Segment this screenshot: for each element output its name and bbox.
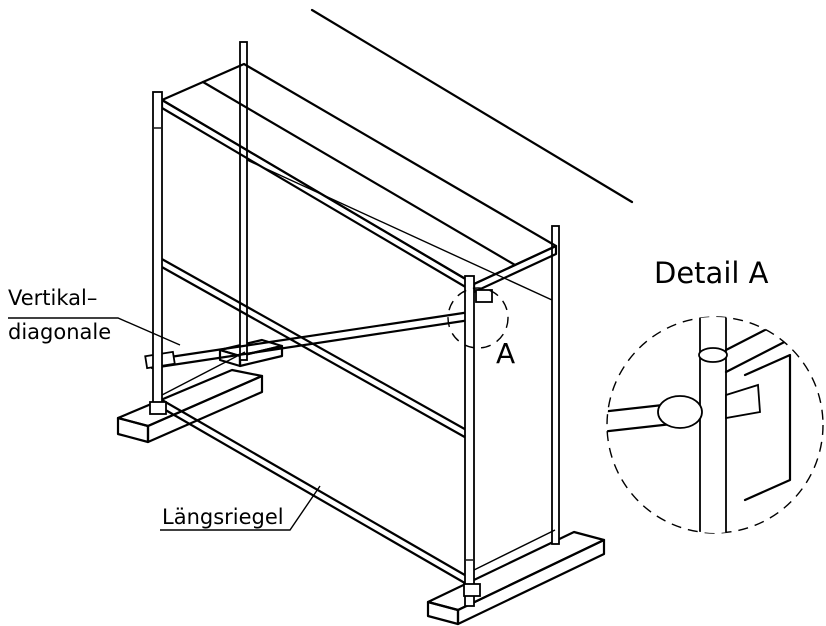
coupler bbox=[475, 289, 493, 303]
diagonal-brace-2 bbox=[150, 318, 472, 370]
diagonal-brace bbox=[148, 310, 472, 362]
left-end-diagonal bbox=[161, 351, 246, 396]
label-vertikal-1: Vertikal– bbox=[8, 286, 97, 310]
base-plate-right bbox=[426, 530, 606, 626]
wall-line bbox=[310, 8, 634, 204]
pole-back-right bbox=[551, 225, 560, 545]
label-laengsriegel: Längsriegel bbox=[162, 505, 284, 529]
base-plate-left bbox=[116, 368, 264, 444]
ledger-lower bbox=[160, 398, 472, 580]
label-detail-a: Detail A bbox=[654, 256, 769, 290]
coupler-2 bbox=[149, 401, 167, 415]
ledger-lower-2 bbox=[160, 406, 472, 588]
right-end-diagonal bbox=[473, 529, 556, 571]
ledger-upper-2 bbox=[158, 264, 472, 442]
coupler-3 bbox=[463, 583, 481, 597]
label-vertikal-2: diagonale bbox=[8, 320, 111, 344]
detail-a-marker-circle bbox=[447, 287, 509, 349]
platform-deck bbox=[160, 62, 558, 294]
laengsriegel-leader bbox=[160, 485, 321, 531]
back-rail bbox=[246, 159, 553, 301]
ledger-upper bbox=[158, 256, 472, 434]
pole-front-left bbox=[152, 91, 163, 413]
pole-front-right bbox=[464, 275, 475, 607]
label-marker-a: A bbox=[496, 337, 515, 370]
pole-back-left bbox=[239, 41, 248, 361]
detail-a-view bbox=[606, 316, 824, 534]
vertikal-leader bbox=[8, 317, 181, 346]
